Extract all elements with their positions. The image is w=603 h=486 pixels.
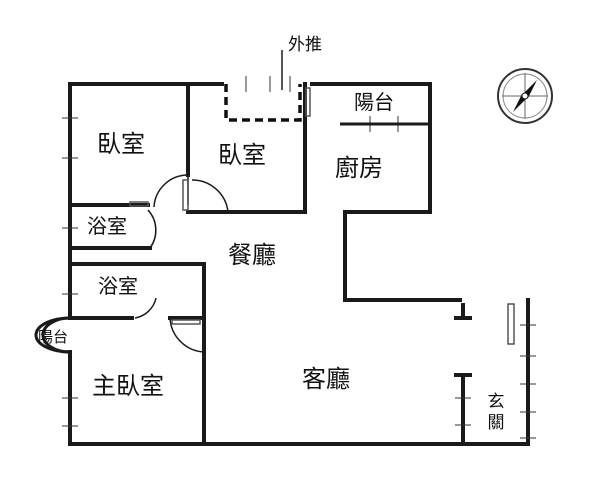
window-bedroom2 [305, 87, 311, 117]
push-out-note: 外推 [288, 35, 322, 55]
door-bedroom2 [191, 179, 229, 213]
room-label-master-bedroom: 主臥室 [92, 372, 164, 400]
kitchen-east-wall [343, 210, 462, 302]
door-bath1 [147, 209, 157, 249]
compass-icon [497, 68, 553, 124]
door-bedroom1 [153, 174, 189, 208]
room-label-bedroom-center: 臥室 [218, 141, 266, 169]
room-label-bath-upper: 浴室 [87, 214, 127, 238]
room-label-bath-lower: 浴室 [98, 274, 138, 298]
door-bath2 [134, 297, 157, 319]
room-label-entrance: 玄關 [487, 392, 505, 434]
door-entry-leaf [507, 303, 515, 345]
room-label-bedroom-left: 臥室 [97, 130, 145, 158]
door-master-leaf [171, 319, 201, 325]
door-bath1-leaf [129, 201, 149, 207]
room-label-living: 客廳 [302, 365, 350, 393]
room-label-kitchen: 廚房 [335, 154, 383, 182]
room-label-dining: 餐廳 [228, 241, 276, 269]
outer-wall-top-right [310, 82, 432, 214]
balcony-left-label: 陽台 [38, 328, 69, 346]
push-out-dashed [224, 84, 302, 122]
balcony-top-label: 陽台 [354, 90, 394, 114]
door-bedroom2-leaf [182, 179, 189, 211]
door-master [169, 317, 205, 353]
